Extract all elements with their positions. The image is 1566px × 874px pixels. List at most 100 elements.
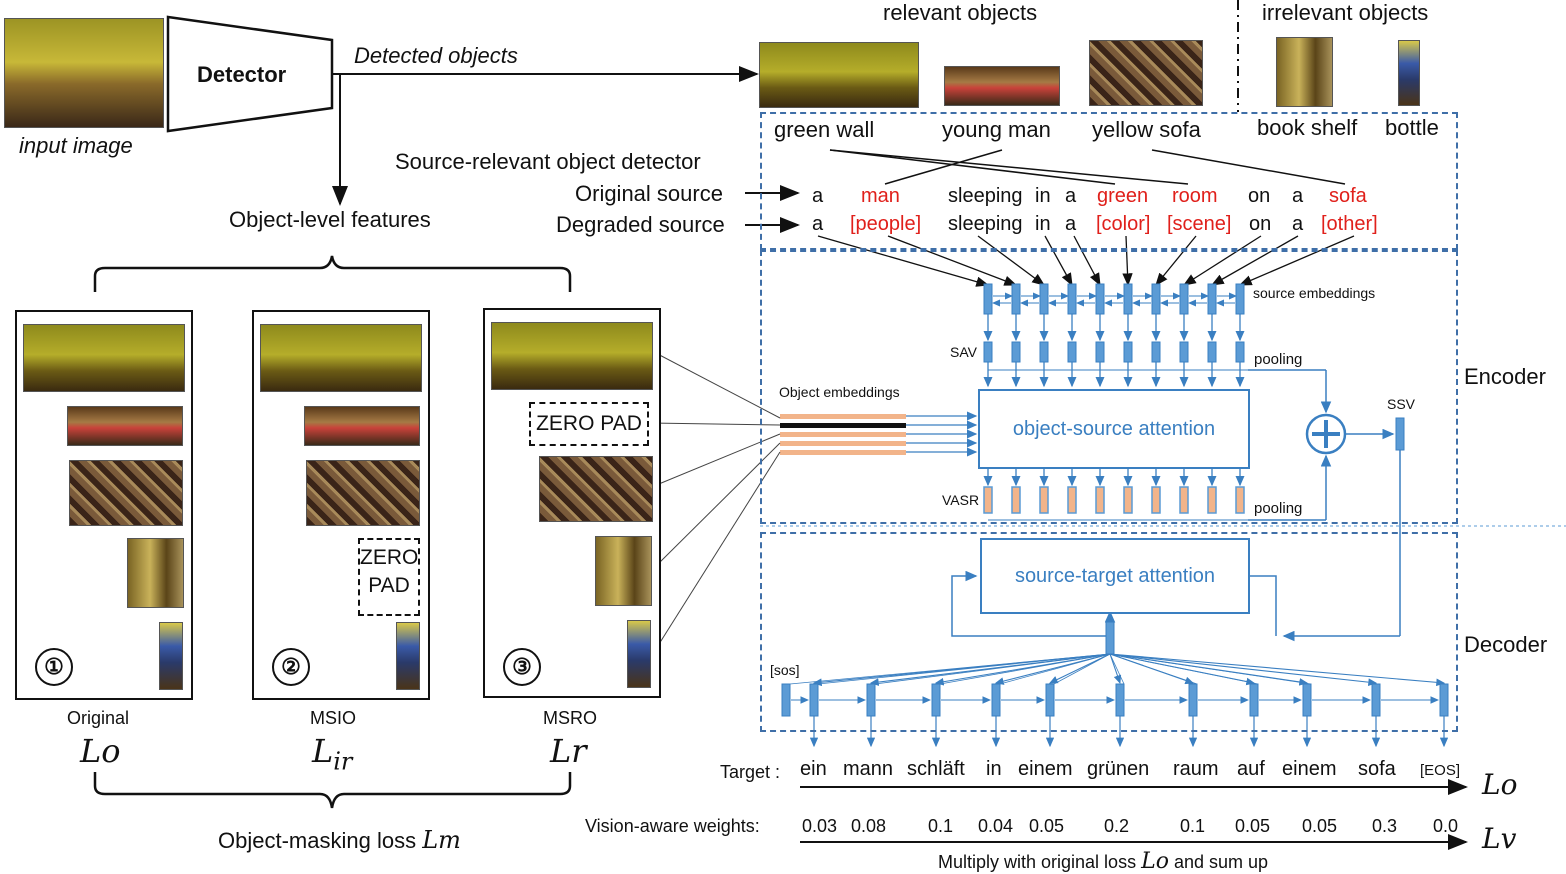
orig-word: a (812, 185, 824, 207)
panel2-man-image (304, 406, 420, 446)
obj-yellow-sofa-image (1089, 40, 1203, 106)
orig-word: sleeping (948, 185, 1023, 207)
pooling-bottom-label: pooling (1254, 500, 1303, 517)
loss-sub: v (1500, 822, 1517, 855)
vasr-vector (1151, 486, 1161, 514)
panel3-wall-image (491, 322, 653, 390)
degraded-source-label: Degraded source (556, 212, 725, 237)
panel3-loss: Lr (550, 732, 587, 770)
encoder-dashed-box (760, 250, 1458, 524)
state-to-hub-line (1053, 653, 1111, 685)
pooling-top-label: pooling (1254, 351, 1303, 368)
weight-value: 0.05 (1235, 816, 1271, 836)
multiply-sub: o (1155, 849, 1169, 874)
vasr-vector (983, 486, 993, 514)
loss-sub: r (571, 732, 587, 770)
obj-book-shelf-image (1276, 37, 1333, 107)
object-embeddings-label: Object embeddings (779, 384, 900, 400)
masking-loss-text: Object-masking loss (218, 828, 417, 853)
degr-word: on (1249, 213, 1272, 235)
vasr-vector (1179, 486, 1189, 514)
zero-pad-line1: ZERO (360, 546, 419, 569)
panel2-wall-image (260, 324, 422, 392)
loss-sub: o (1500, 768, 1518, 801)
object-level-features-label: Object-level features (229, 207, 431, 232)
degr-word: [color] (1096, 213, 1151, 235)
state-to-hub-line (1109, 653, 1312, 685)
state-to-hub-line (1109, 653, 1259, 685)
vasr-vector (1039, 486, 1049, 514)
panel2-loss: Lir (312, 732, 352, 775)
relevant-objects-label: relevant objects (883, 0, 1038, 25)
hub-to-state-arrow (1049, 653, 1111, 684)
vasr-vector (1011, 486, 1021, 514)
sav-label: SAV (950, 344, 977, 360)
panel-original: ① (15, 310, 193, 700)
state-to-hub-line (939, 653, 1111, 685)
loss-main: L (1482, 822, 1501, 855)
multiply-main: L (1141, 849, 1156, 874)
target-word: grünen (1087, 758, 1150, 780)
panel2-caption: MSIO (310, 708, 357, 728)
orig-word: on (1248, 185, 1271, 207)
orig-word: in (1035, 185, 1051, 207)
obj-bottle-image (1398, 40, 1420, 106)
vasr-vector (1207, 486, 1217, 514)
input-image (4, 18, 164, 128)
weight-value: 0.05 (1302, 816, 1338, 836)
state-to-hub-line (999, 653, 1111, 685)
state-to-hub-line (1109, 653, 1198, 685)
orig-word: sofa (1329, 185, 1367, 207)
weight-value: 0.3 (1372, 816, 1398, 836)
irrelevant-objects-label: irrelevant objects (1262, 0, 1429, 25)
vasr-vector (1123, 486, 1133, 514)
panel1-number-badge: ① (35, 648, 73, 686)
degr-word: a (1065, 213, 1077, 235)
decoder-state (781, 683, 791, 717)
source-embeddings-label: source embeddings (1253, 285, 1376, 301)
panel3-bottle-image (627, 620, 651, 688)
degr-word: a (812, 213, 824, 235)
object-label-bottle: bottle (1385, 115, 1439, 140)
detector-label: Detector (197, 62, 287, 87)
detected-objects-label: Detected objects (354, 43, 518, 68)
panel-msio: ZERO PAD ② (252, 310, 430, 700)
obj-green-wall-image (759, 42, 919, 108)
target-word: mann (843, 758, 894, 780)
panel2-bottle-image (396, 622, 420, 690)
detector-dashed-box (760, 112, 1458, 250)
degr-word: a (1292, 213, 1304, 235)
state-to-hub-line (817, 653, 1111, 685)
state-to-hub-line (874, 653, 1111, 685)
weight-value: 0.04 (978, 816, 1014, 836)
target-word: auf (1237, 758, 1265, 780)
panel1-caption: Original (67, 708, 130, 728)
masking-loss-sub: m (438, 826, 461, 854)
weight-value: 0.08 (851, 816, 887, 836)
object-label-book-shelf: book shelf (1257, 115, 1358, 140)
weight-value: 0.05 (1029, 816, 1065, 836)
original-source-label: Original source (575, 181, 723, 206)
detector-shape (166, 15, 334, 133)
panel-msro: ZERO PAD ③ (483, 308, 661, 698)
hub-to-state-arrow (1109, 653, 1378, 686)
target-word: schläft (907, 758, 965, 780)
ssv-label: SSV (1387, 396, 1416, 412)
decoder-label: Decoder (1464, 632, 1548, 657)
panel1-loss: Lo (80, 732, 121, 770)
state-to-hub-line (1109, 653, 1125, 685)
panel1-shelf-image (127, 538, 184, 608)
decoder-dashed-box (760, 532, 1458, 732)
weight-value: 0.1 (928, 816, 954, 836)
target-word: einem (1282, 758, 1337, 780)
panel3-sofa-image (539, 456, 653, 522)
loss-sub: o (101, 732, 121, 770)
panel1-wall-image (23, 324, 185, 392)
orig-word: man (861, 185, 900, 207)
degr-word: sleeping (948, 213, 1023, 235)
panel1-bottle-image (159, 622, 183, 690)
panel3-caption: MSRO (543, 708, 597, 728)
multiply-text: Multiply with original loss (938, 852, 1137, 872)
loss-main: L (1482, 768, 1501, 801)
